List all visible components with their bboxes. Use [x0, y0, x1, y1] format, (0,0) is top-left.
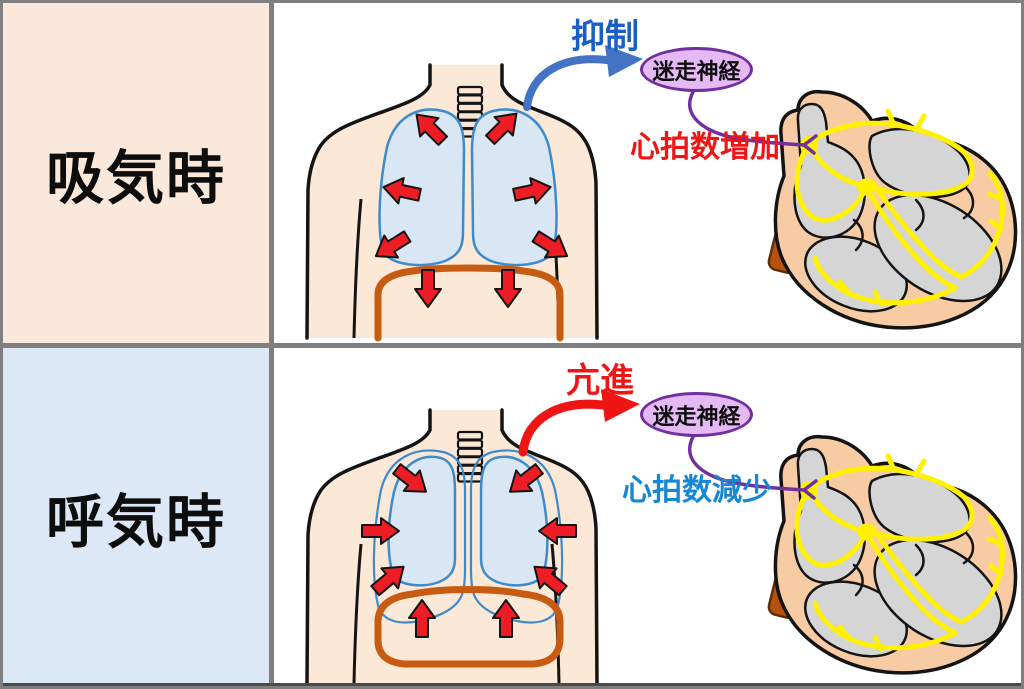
bottom-border [3, 683, 1021, 686]
suppress-arrow [523, 45, 643, 111]
vagus-nerve-line-inhalation [687, 90, 818, 155]
inhalation-title-cell [3, 3, 269, 343]
vagus-nerve-oval-exhalation: 迷走神経 [640, 392, 753, 437]
vagus-suppress-label: 抑制 [571, 18, 639, 56]
vagus-nerve-label: 迷走神経 [652, 58, 741, 84]
column-divider [269, 3, 274, 686]
exhalation-title: 呼気時 [45, 489, 226, 555]
inhalation-body-illustration [305, 63, 599, 342]
diaphragm-raised [374, 586, 564, 668]
inhalation-title: 吸気時 [45, 146, 226, 211]
vagus-enhance-label: 亢進 [566, 362, 634, 400]
row-divider [3, 343, 1021, 348]
lungs-expanded [378, 108, 558, 267]
exhalation-body-illustration [305, 408, 599, 685]
exhalation-heart-illustration [767, 437, 1021, 673]
diagram-artwork [305, 45, 1021, 685]
enhance-arrow [518, 389, 640, 457]
vagus-nerve-label: 迷走神経 [652, 403, 741, 429]
heart-rate-decrease-label: 心拍数減少 [622, 474, 772, 507]
exhalation-title-cell [3, 347, 269, 686]
inhalation-heart-illustration [767, 92, 1021, 328]
vagus-nerve-line-exhalation [687, 435, 818, 500]
diaphragm-lowered [374, 264, 564, 342]
vagus-nerve-oval-inhalation: 迷走神経 [640, 47, 753, 92]
heart-rate-increase-label: 心拍数増加 [630, 131, 780, 164]
lung-outer-contours [372, 449, 564, 624]
